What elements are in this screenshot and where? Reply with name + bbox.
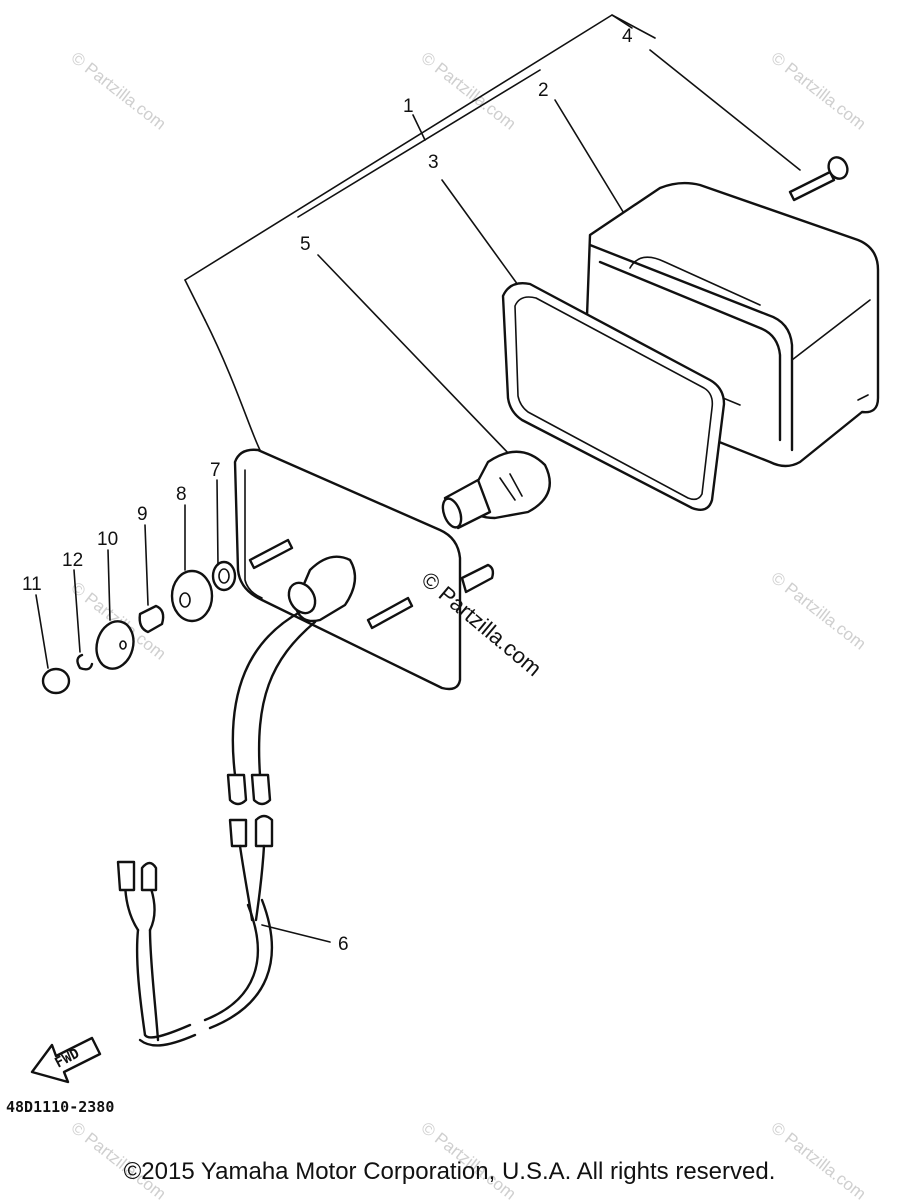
bulb-part-5 xyxy=(441,450,551,530)
bracket-lines xyxy=(184,14,801,943)
copyright-notice: ©2015 Yamaha Motor Corporation, U.S.A. A… xyxy=(123,1158,776,1185)
washer-part-7 xyxy=(211,560,237,592)
watermark: © Partzilla.com xyxy=(768,48,870,134)
callout-6: 6 xyxy=(338,934,349,955)
collar-part-9 xyxy=(138,604,165,634)
callout-12: 12 xyxy=(62,550,83,571)
fwd-arrow-icon: FWD xyxy=(30,1036,102,1084)
callout-5: 5 xyxy=(300,234,311,255)
callout-1: 1 xyxy=(403,96,414,117)
callout-10: 10 xyxy=(97,529,118,550)
callout-9: 9 xyxy=(137,504,148,525)
gasket-part-3 xyxy=(501,282,726,511)
callout-3: 3 xyxy=(428,152,439,173)
base-plate-part-1 xyxy=(233,448,495,691)
watermark: © Partzilla.com xyxy=(68,48,170,134)
cap-part-11 xyxy=(41,667,71,695)
callout-4: 4 xyxy=(622,26,633,47)
grommet-part-8 xyxy=(170,569,214,623)
screw-part-4 xyxy=(788,156,849,202)
callout-11: 11 xyxy=(22,574,42,595)
diagram-code: 48D1110-2380 xyxy=(6,1098,114,1116)
wiring-harness xyxy=(116,610,317,1047)
clip-part-12 xyxy=(76,653,94,671)
washer-part-10 xyxy=(95,620,135,670)
small-parts xyxy=(41,560,237,695)
callout-2: 2 xyxy=(538,80,549,101)
callout-8: 8 xyxy=(176,484,187,505)
small-part-leaders xyxy=(35,479,219,669)
callout-7: 7 xyxy=(210,460,221,481)
callout-numbers: 1 2 3 4 5 6 7 8 9 10 11 12 xyxy=(22,26,633,955)
watermark: © Partzilla.com xyxy=(768,568,870,654)
